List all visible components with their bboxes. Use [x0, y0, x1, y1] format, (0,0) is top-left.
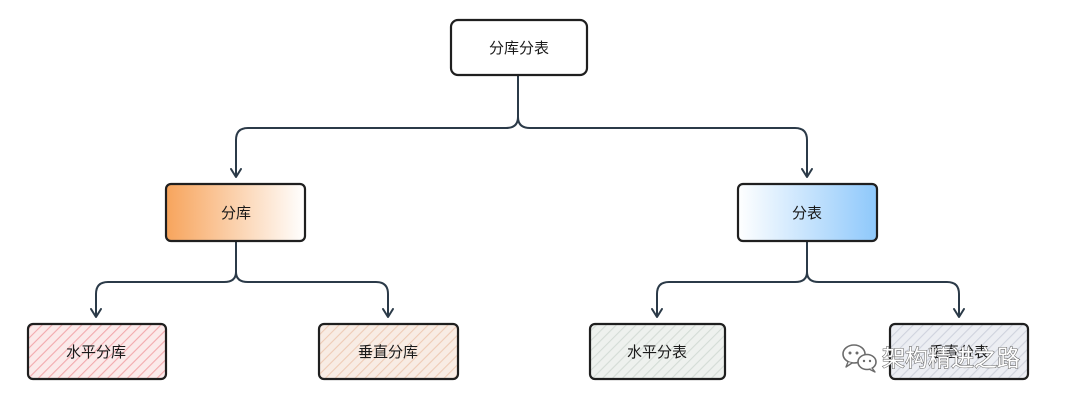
node-horizontal-fenbiao: 水平分表 [588, 322, 727, 381]
node-horizontal-fenku-box [26, 322, 168, 381]
root-node-label: 分库分表 [489, 39, 549, 57]
node-vertical-fenku-box [317, 322, 460, 381]
edge-fenku-to-vertical [235, 271, 389, 317]
node-horizontal-fenbiao-box [588, 322, 727, 381]
node-fenbiao-box [736, 182, 879, 243]
watermark: 架构精进之路 [842, 344, 1021, 373]
arrowhead-horizontal-fenku [90, 308, 102, 318]
node-vertical-fenku-label: 垂直分库 [358, 343, 418, 361]
edge-fenbiao-to-vertical [806, 271, 960, 317]
node-fenku-label: 分库 [221, 204, 251, 222]
node-horizontal-fenbiao-label: 水平分表 [627, 343, 687, 361]
edge-root-to-fenku [235, 75, 519, 177]
arrowhead-fenku [230, 168, 242, 178]
arrowhead-vertical-fenbiao [953, 308, 965, 318]
node-vertical-fenbiao: 垂直分表 [888, 322, 1030, 381]
root-node-box [449, 18, 589, 77]
node-vertical-fenku: 垂直分库 [317, 322, 460, 381]
arrowhead-vertical-fenku [382, 308, 394, 318]
edge-fenbiao-to-horizontal [656, 239, 808, 317]
root-node: 分库分表 [449, 18, 589, 77]
node-vertical-fenbiao-label: 垂直分表 [929, 343, 989, 361]
edge-root-to-fenbiao [517, 116, 808, 177]
node-fenbiao: 分表 [736, 182, 879, 243]
arrowhead-fenbiao [801, 168, 813, 178]
node-fenbiao-label: 分表 [792, 204, 822, 222]
arrowhead-horizontal-fenbiao [651, 308, 663, 318]
node-fenku: 分库 [164, 182, 307, 243]
node-fenku-box [164, 182, 307, 243]
node-horizontal-fenku-label: 水平分库 [66, 343, 126, 361]
node-horizontal-fenku: 水平分库 [26, 322, 168, 381]
node-vertical-fenbiao-box [888, 322, 1030, 381]
watermark-text: 架构精进之路 [882, 346, 1020, 372]
edge-fenku-to-horizontal [95, 239, 237, 317]
connectors [90, 75, 965, 318]
wechat-icon [842, 344, 877, 373]
